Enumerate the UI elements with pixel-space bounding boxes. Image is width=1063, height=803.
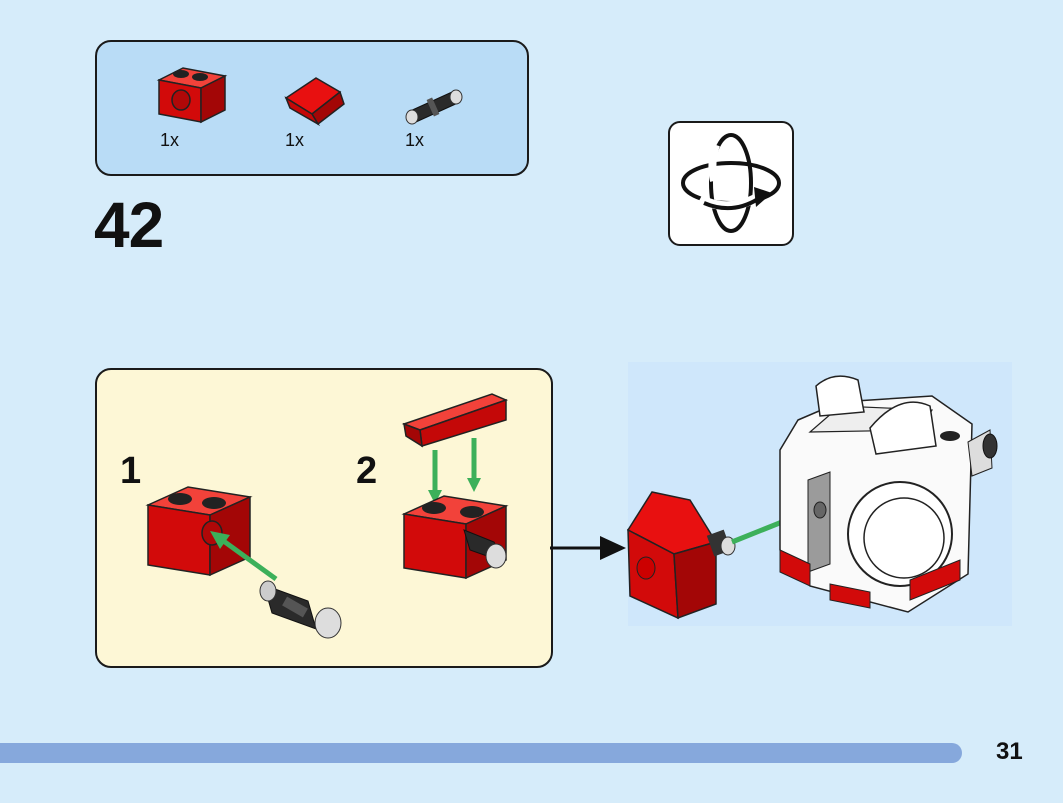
next-arrow-icon	[550, 536, 626, 560]
rotate-model-icon	[681, 133, 781, 233]
substep-2-illustration	[401, 393, 509, 580]
part-count: 1x	[405, 130, 425, 150]
black-technic-pin-icon	[405, 89, 463, 125]
substep-number: 1	[120, 450, 142, 492]
part-count: 1x	[285, 130, 305, 150]
rotate-model-box	[668, 121, 794, 246]
progress-bar	[0, 743, 962, 763]
red-slope-tile-icon	[284, 77, 345, 127]
part-count: 1x	[160, 130, 180, 150]
substep-number: 2	[356, 450, 378, 492]
substep-1-illustration	[145, 486, 342, 639]
step-number: 42	[94, 189, 164, 261]
page-number: 31	[996, 738, 1023, 765]
model-assembly-illustration	[626, 362, 1012, 626]
red-technic-brick-icon	[156, 67, 228, 124]
